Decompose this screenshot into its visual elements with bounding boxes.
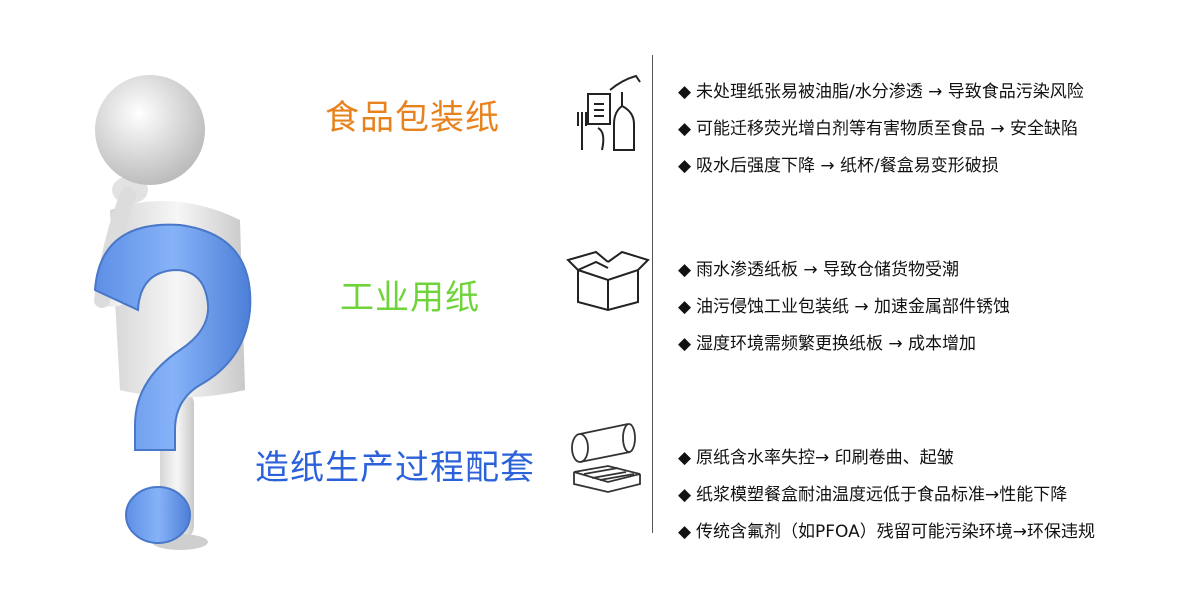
list-item: ◆未处理纸张易被油脂/水分渗透 → 导致食品污染风险	[678, 82, 1084, 102]
list-item: ◆可能迁移荧光增白剂等有害物质至食品 → 安全缺陷	[678, 119, 1079, 139]
diamond-bullet-icon: ◆	[678, 119, 692, 139]
diamond-bullet-icon: ◆	[678, 297, 692, 317]
diamond-bullet-icon: ◆	[678, 522, 692, 542]
diamond-bullet-icon: ◆	[678, 448, 692, 468]
cardboard-box-icon	[566, 250, 650, 312]
list-item: ◆湿度环境需频繁更换纸板 → 成本增加	[678, 334, 977, 354]
list-item: ◆雨水渗透纸板 → 导致仓储货物受潮	[678, 260, 960, 280]
food-packaging-title: 食品包装纸	[325, 98, 500, 138]
industrial-paper-title: 工业用纸	[340, 278, 480, 318]
question-mark-icon	[93, 223, 252, 544]
diamond-bullet-icon: ◆	[678, 485, 692, 505]
papermaking-process-bullets: ◆原纸含水率失控→ 印刷卷曲、起皱 ◆纸浆模塑餐盒耐油温度远低于食品标准→性能下…	[678, 448, 1095, 559]
list-item: ◆原纸含水率失控→ 印刷卷曲、起皱	[678, 448, 954, 468]
thinking-figure-illustration	[93, 75, 252, 550]
papermaking-process-title: 造纸生产过程配套	[255, 448, 535, 488]
industrial-paper-bullets: ◆雨水渗透纸板 → 导致仓储货物受潮 ◆油污侵蚀工业包装纸 → 加速金属部件锈蚀…	[678, 260, 1010, 371]
paper-roll-icon	[571, 423, 641, 493]
diamond-bullet-icon: ◆	[678, 82, 692, 102]
diamond-bullet-icon: ◆	[678, 260, 692, 280]
list-item: ◆传统含氟剂（如PFOA）残留可能污染环境→环保违规	[678, 522, 1095, 542]
list-item: ◆纸浆模塑餐盒耐油温度远低于食品标准→性能下降	[678, 485, 1068, 505]
list-item: ◆吸水后强度下降 → 纸杯/餐盒易变形破损	[678, 156, 999, 176]
food-packaging-icon	[577, 74, 641, 151]
diamond-bullet-icon: ◆	[678, 334, 692, 354]
diamond-bullet-icon: ◆	[678, 156, 692, 176]
food-packaging-bullets: ◆未处理纸张易被油脂/水分渗透 → 导致食品污染风险 ◆可能迁移荧光增白剂等有害…	[678, 82, 1084, 193]
list-item: ◆油污侵蚀工业包装纸 → 加速金属部件锈蚀	[678, 297, 1011, 317]
vertical-divider	[652, 55, 653, 533]
